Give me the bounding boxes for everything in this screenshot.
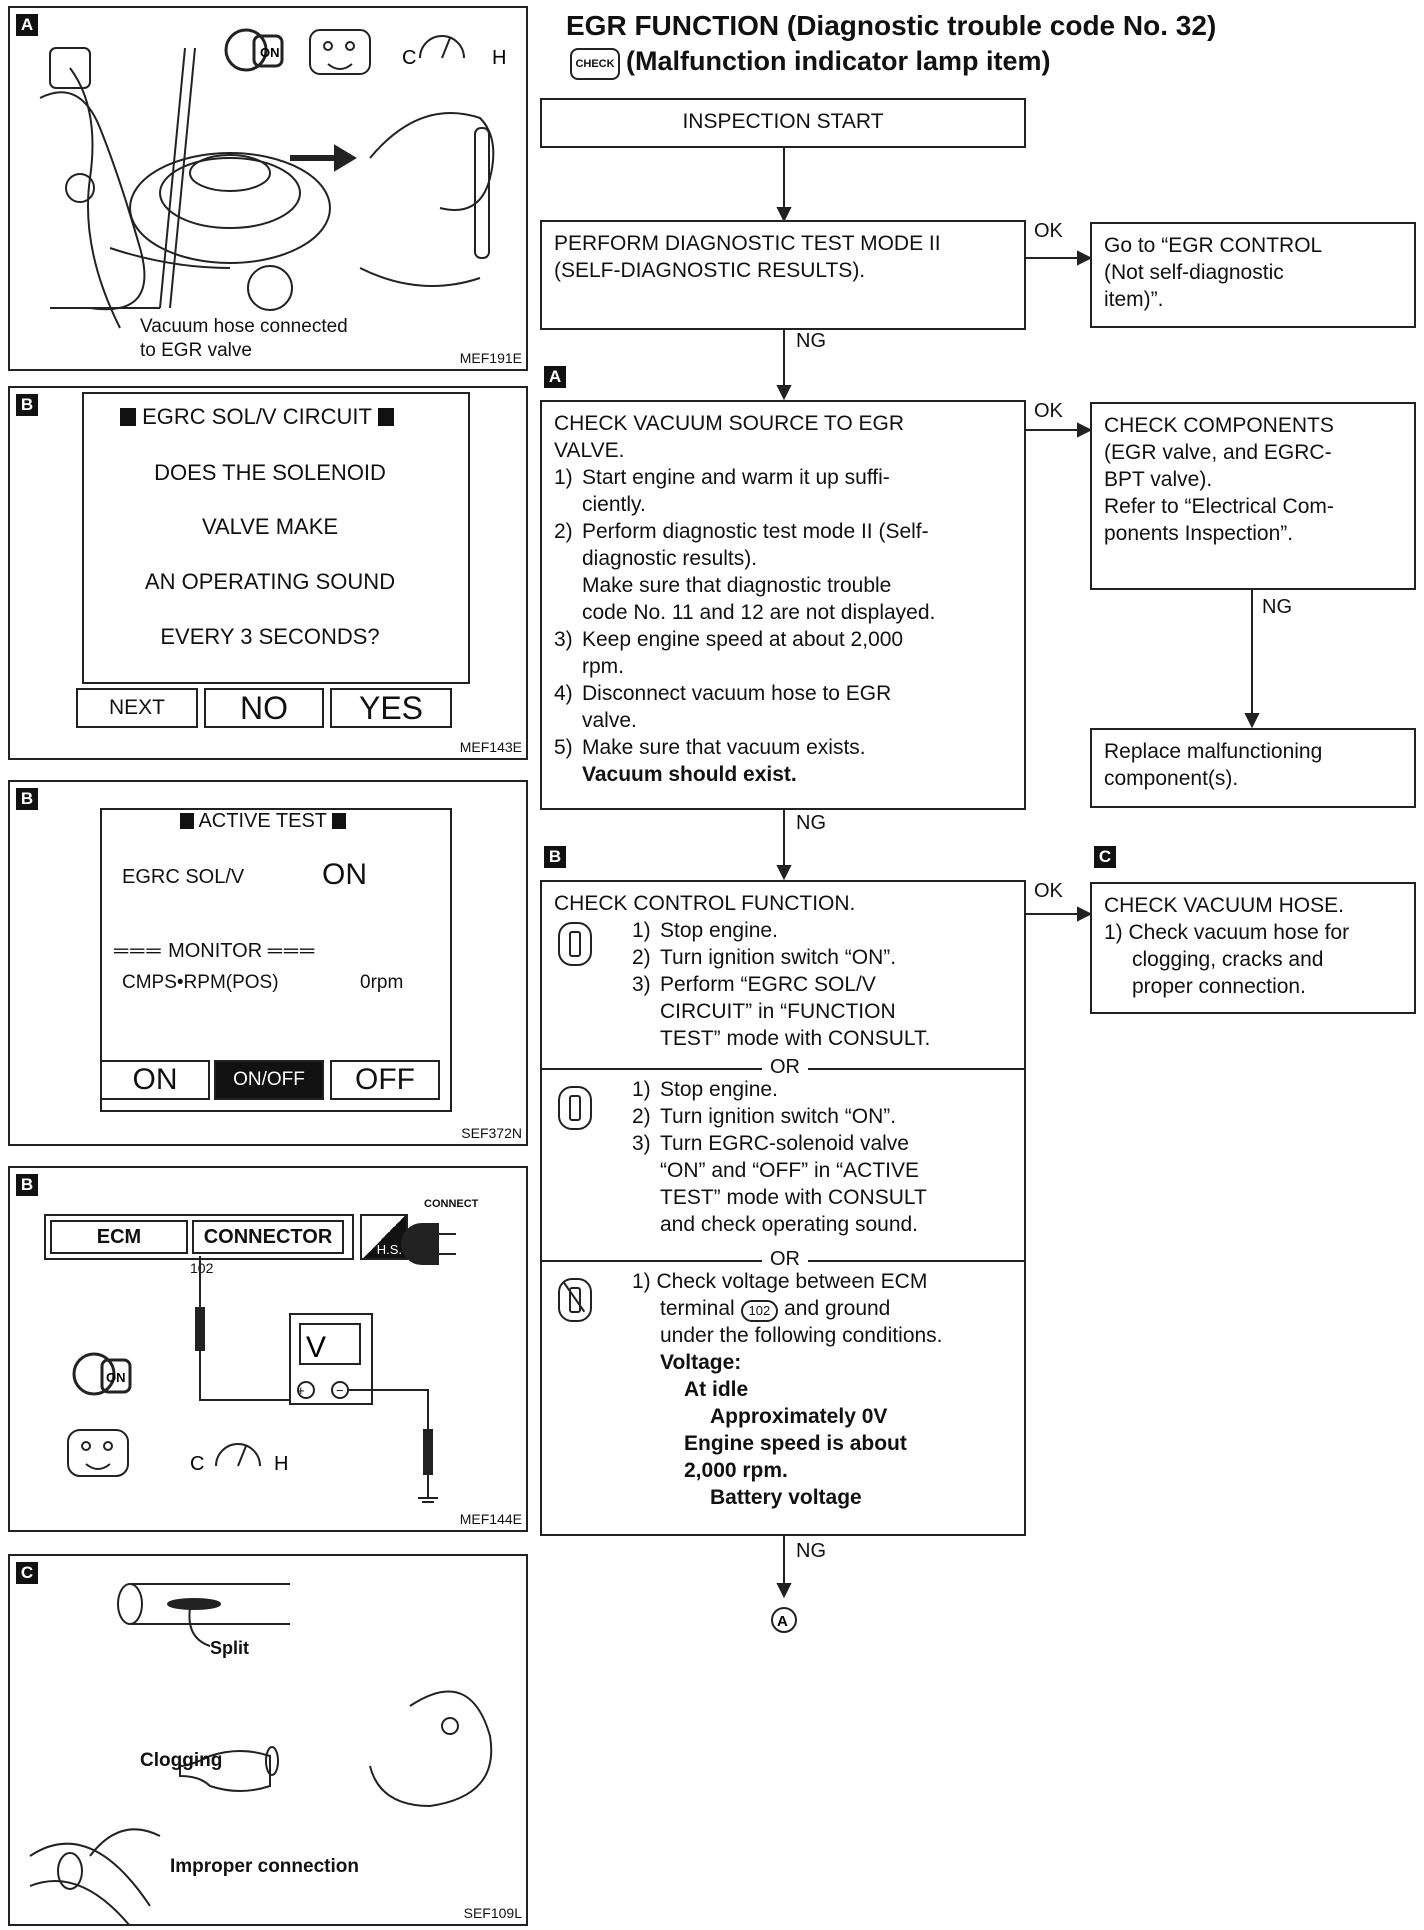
egr-valve-illustration: ON C H bbox=[39, 28, 506, 329]
check-components-box: CHECK COMPONENTS(EGR valve, and EGRC-BPT… bbox=[1090, 402, 1416, 590]
ok-label: OK bbox=[1034, 400, 1063, 422]
ecm-label: ECM bbox=[50, 1220, 188, 1254]
page-title: EGR FUNCTION (Diagnostic trouble code No… bbox=[566, 10, 1217, 41]
pin-number: 102 bbox=[190, 1260, 214, 1276]
inspection-start-box: INSPECTION START bbox=[540, 98, 1026, 148]
panel-function-test-screen: B EGRC SOL/V CIRCUIT DOES THE SOLENOID V… bbox=[8, 386, 528, 760]
panel-tag: B bbox=[16, 788, 38, 810]
or-label-2: OR bbox=[762, 1246, 808, 1273]
panel-tag: B bbox=[16, 394, 38, 416]
step-tag-c: C bbox=[1094, 846, 1116, 868]
perform-line-1: PERFORM DIAGNOSTIC TEST MODE II bbox=[554, 232, 941, 255]
question-line-3: AN OPERATING SOUND bbox=[144, 569, 396, 594]
test-item-label: EGRC SOL/V bbox=[122, 866, 245, 888]
terminal-number: 102 bbox=[740, 1300, 779, 1322]
clogging-label: Clogging bbox=[140, 1750, 223, 1771]
monitor-item: CMPS•RPM(POS) bbox=[122, 972, 279, 993]
ng-label: NG bbox=[796, 812, 826, 834]
ok-label: OK bbox=[1034, 880, 1063, 902]
ignition-key-icon bbox=[224, 28, 284, 72]
panel-vacuum-hose-faults: C Split Clogging Improper connection SEF… bbox=[8, 1554, 528, 1926]
consult-screen bbox=[100, 808, 452, 1112]
or-label-1: OR bbox=[762, 1054, 808, 1081]
svg-text:A: A bbox=[777, 1613, 788, 1630]
control-section-consult-function: CHECK CONTROL FUNCTION. 1)Stop engine. 2… bbox=[554, 892, 931, 1050]
on-button[interactable]: ON bbox=[100, 1060, 210, 1100]
control-section-voltage: 1) Check voltage between ECM terminal 10… bbox=[542, 1268, 1024, 1528]
panel-tag: B bbox=[16, 1174, 38, 1196]
yes-button[interactable]: YES bbox=[330, 688, 452, 728]
ng-label: NG bbox=[1262, 596, 1292, 618]
figure-code: MEF143E bbox=[459, 739, 522, 755]
ng-label: NG bbox=[796, 330, 826, 352]
svg-text:ON: ON bbox=[260, 45, 280, 60]
svg-text:H: H bbox=[274, 1453, 288, 1475]
svg-text:+: + bbox=[297, 1383, 305, 1398]
consult-icon bbox=[558, 922, 592, 966]
improper-connection-label: Improper connection bbox=[170, 1856, 359, 1877]
question-line-4: EVERY 3 SECONDS? bbox=[160, 624, 380, 649]
hose-fault-illustrations bbox=[29, 1583, 493, 1924]
check-vacuum-source-box: CHECK VACUUM SOURCE TO EGR VALVE. 1)Star… bbox=[540, 400, 1026, 810]
perform-line-2: (SELF-DIAGNOSTIC RESULTS). bbox=[554, 259, 866, 282]
consult-screen bbox=[82, 392, 470, 684]
panel-active-test-screen: B ACTIVE TEST EGRC SOL/V ON ═══ MONITOR … bbox=[8, 780, 528, 1146]
off-button[interactable]: OFF bbox=[330, 1060, 440, 1100]
no-button[interactable]: NO bbox=[204, 688, 324, 728]
step-tag-a: A bbox=[544, 366, 566, 388]
control-section-consult-active: 1)Stop engine. 2)Turn ignition switch “O… bbox=[542, 1076, 1024, 1254]
caption-line-1: Vacuum hose connected bbox=[140, 316, 348, 337]
engine-warm-icon bbox=[67, 1429, 261, 1477]
svg-text:ON: ON bbox=[106, 1370, 126, 1385]
page-subtitle: (Malfunction indicator lamp item) bbox=[626, 46, 1051, 76]
check-engine-icon: CHECK bbox=[570, 48, 620, 80]
panel-tag: A bbox=[16, 14, 38, 36]
perform-test-box: PERFORM DIAGNOSTIC TEST MODE II (SELF-DI… bbox=[540, 220, 1026, 330]
next-button[interactable]: NEXT bbox=[76, 688, 198, 728]
ng-label: NG bbox=[796, 1540, 826, 1562]
no-consult-icon bbox=[558, 1278, 592, 1322]
figure-code: SEF109L bbox=[463, 1905, 522, 1921]
step-tag-b: B bbox=[544, 846, 566, 868]
test-item-value: ON bbox=[322, 858, 367, 891]
engine-warm-icon bbox=[309, 29, 465, 75]
screen-title: ACTIVE TEST bbox=[180, 810, 347, 833]
screen-title: EGRC SOL/V CIRCUIT bbox=[120, 404, 394, 430]
connector-label: CONNECTOR bbox=[192, 1220, 344, 1254]
svg-text:−: − bbox=[336, 1383, 344, 1398]
ok-label: OK bbox=[1034, 220, 1063, 242]
ecm-connector: ECM CONNECTOR bbox=[44, 1214, 354, 1260]
monitor-header: ═══ MONITOR ═══ bbox=[114, 940, 317, 962]
connect-label: CONNECT bbox=[424, 1198, 479, 1210]
monitor-value: 0rpm bbox=[360, 972, 404, 993]
svg-text:H: H bbox=[492, 47, 506, 69]
caption-line-2: to EGR valve bbox=[140, 340, 252, 361]
panel-ecm-voltage-check: B ECM CONNECTOR 102 H.S. CONNECT bbox=[8, 1166, 528, 1532]
hs-icon: H.S. bbox=[360, 1214, 408, 1260]
question-line-2: VALVE MAKE bbox=[201, 514, 339, 539]
svg-text:C: C bbox=[402, 47, 416, 69]
on-off-button[interactable]: ON/OFF bbox=[214, 1060, 324, 1100]
voltmeter-circuit: V + − ON C H bbox=[67, 1223, 456, 1503]
check-control-function-box: CHECK CONTROL FUNCTION. 1)Stop engine. 2… bbox=[540, 880, 1026, 1536]
panel-tag: C bbox=[16, 1562, 38, 1584]
consult-icon bbox=[558, 1086, 592, 1130]
question-line-1: DOES THE SOLENOID bbox=[154, 460, 386, 485]
figure-code: MEF191E bbox=[459, 350, 522, 366]
svg-text:V: V bbox=[306, 1331, 326, 1364]
panel-egr-valve-vacuum: A ON bbox=[8, 6, 528, 371]
figure-code: MEF144E bbox=[459, 1511, 522, 1527]
figure-code: SEF372N bbox=[461, 1125, 522, 1141]
ignition-key-icon bbox=[72, 1352, 132, 1396]
check-vacuum-hose-box: CHECK VACUUM HOSE. 1) Check vacuum hose … bbox=[1090, 882, 1416, 1014]
split-label: Split bbox=[210, 1638, 249, 1658]
svg-text:C: C bbox=[190, 1453, 204, 1475]
connect-plug-icon bbox=[401, 1223, 439, 1265]
